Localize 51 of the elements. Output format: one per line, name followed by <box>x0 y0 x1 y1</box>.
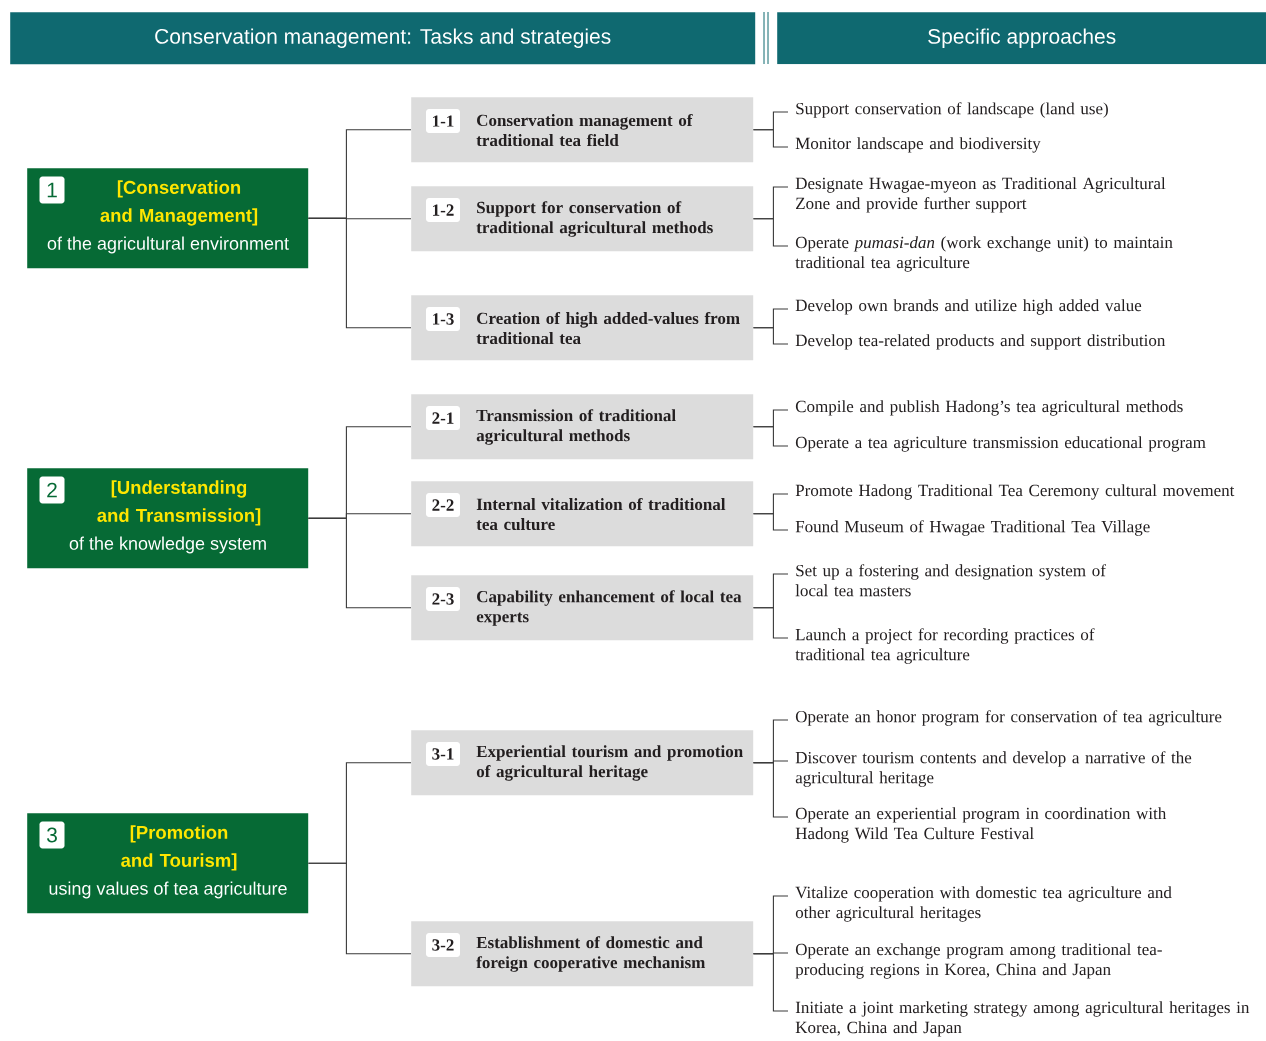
number-badge: 2-3 <box>426 587 460 611</box>
connector-line <box>307 517 412 609</box>
number-badge: 3 <box>39 821 65 849</box>
connector-line <box>307 217 412 329</box>
approach-text: Promote Hadong Traditional Tea Ceremony cultural movement <box>795 484 1235 500</box>
category-box: 1 [Conservation and Management] of the agricultural environment <box>27 168 309 269</box>
header-band: Specific approaches <box>777 12 1266 65</box>
connector-line <box>752 218 789 247</box>
connector-line <box>752 129 789 148</box>
approach-text: Monitor landscape and biodiversity <box>795 137 1041 153</box>
approach-text: Operate an experiential program in coordination with Hadong Wild Tea Culture Festival <box>795 807 1167 843</box>
number-badge: 3-1 <box>426 742 460 766</box>
approach-text: Launch a project for recording practices of traditional tea agriculture <box>795 628 1095 664</box>
approach-text: Develop tea-related products and support distribution <box>795 334 1166 350</box>
approach-text: Operate pumasi-dan (work exchange unit) to maintain traditional tea agriculture <box>795 236 1173 272</box>
approach-text: Operate a tea agriculture transmission educational program <box>795 436 1206 452</box>
connector-line <box>752 513 789 531</box>
header-band: Conservation management: Tasks and strategies <box>10 12 756 65</box>
task-box: 2-1 Transmission of traditional agricultural methods <box>411 394 754 460</box>
number-badge: 1-1 <box>426 109 460 133</box>
number-badge: 2-2 <box>426 493 460 517</box>
connector-line <box>752 426 789 447</box>
approach-text: Designate Hwagae-myeon as Traditional Agricultural Zone and provide further support <box>795 177 1166 213</box>
number-badge: 3-2 <box>426 933 460 957</box>
approach-text: Initiate a joint marketing strategy among agricultural heritages in Korea, China and Japan <box>795 1001 1250 1037</box>
number-badge: 1-2 <box>426 198 460 222</box>
task-box: 3-2 Establishment of domestic and foreign cooperative mechanism <box>411 921 754 987</box>
task-box: 2-3 Capability enhancement of local tea experts <box>411 575 754 641</box>
approach-text: Set up a fostering and designation system of local tea masters <box>795 564 1106 597</box>
approach-text: Operate an exchange program among traditional tea-producing regions in Korea, China and Japan <box>795 943 1162 979</box>
task-box: 2-2 Internal vitalization of traditional tea culture <box>411 481 754 547</box>
connector-line <box>752 953 789 1012</box>
connector-line <box>307 862 412 955</box>
task-box: 1-3 Creation of high added-values from traditional tea <box>411 295 754 361</box>
connector-line <box>752 327 789 345</box>
connector-line <box>752 762 789 818</box>
connector-line <box>752 607 789 639</box>
task-box: 1-1 Conservation management of traditional tea field <box>411 97 754 163</box>
approach-text: Compile and publish Hadong’s tea agricultural methods <box>795 400 1183 416</box>
approach-text: Found Museum of Hwagae Traditional Tea Village <box>795 520 1150 536</box>
category-box: 2 [Understanding and Transmission] of the knowledge system <box>27 468 309 569</box>
approach-text: Develop own brands and utilize high added value <box>795 299 1142 315</box>
approach-text: Discover tourism contents and develop a narrative of the agricultural heritage <box>795 751 1192 787</box>
approach-text: Vitalize cooperation with domestic tea agriculture and other agricultural heritages <box>795 886 1172 922</box>
task-box: 3-1 Experiential tourism and promotion of agricultural heritage <box>411 730 754 796</box>
approach-text: Operate an honor program for conservation of tea agriculture <box>795 710 1222 726</box>
number-badge: 1-3 <box>426 307 460 331</box>
task-box: 1-2 Support for conservation of traditional agricultural methods <box>411 186 754 252</box>
category-box: 3 [Promotion and Tourism] using values of tea agriculture <box>27 813 309 914</box>
number-badge: 2-1 <box>426 406 460 430</box>
approach-text: Support conservation of landscape (land use) <box>796 102 1108 118</box>
